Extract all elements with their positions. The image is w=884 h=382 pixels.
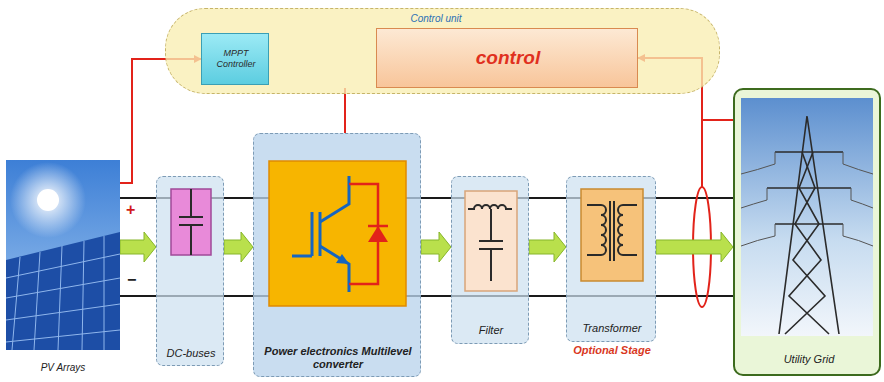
power-flow-arrow (656, 232, 733, 262)
node-label: Power electronics Multilevel converter (258, 345, 418, 371)
node-label: Control unit (356, 13, 516, 25)
lc-filter-symbol (452, 177, 530, 345)
mppt-box: MPPT Controller (201, 33, 269, 85)
node-label: Filter (456, 324, 526, 337)
transformer-symbol (567, 177, 657, 343)
pylon-picture (735, 90, 883, 378)
control-box: control (376, 28, 638, 88)
capacitor-symbol (157, 177, 225, 367)
node-label: DC-buses (161, 347, 221, 360)
polarity-minus: − (127, 272, 136, 288)
filter-panel: Filter (451, 176, 529, 344)
power-flow-arrow (529, 232, 566, 262)
node-label: Transformer (571, 322, 653, 335)
node-note: Optional Stage (547, 344, 677, 357)
utility-grid: Utility Grid (733, 88, 881, 376)
converter-panel: Power electronics Multilevel converter (253, 133, 421, 377)
dc-bus-panel: DC-buses (156, 176, 224, 366)
control-unit-band: Control unitMPPT Controller control (165, 8, 720, 94)
pv-array: PV Arrays (6, 160, 120, 376)
control-signal-line (344, 88, 346, 133)
sensor-lead (701, 120, 703, 187)
solar-panel-picture (6, 160, 120, 350)
transformer-panel: TransformerOptional Stage (566, 176, 656, 342)
power-flow-arrow (120, 232, 156, 262)
node-label: control (381, 47, 635, 70)
polarity-plus: + (126, 202, 135, 218)
igbt-symbol (254, 134, 422, 378)
power-flow-arrow (224, 232, 253, 262)
node-label: PV Arrays (10, 362, 116, 374)
node-label: MPPT Controller (206, 48, 266, 70)
node-label: Utility Grid (739, 353, 879, 366)
power-flow-arrow (421, 232, 451, 262)
